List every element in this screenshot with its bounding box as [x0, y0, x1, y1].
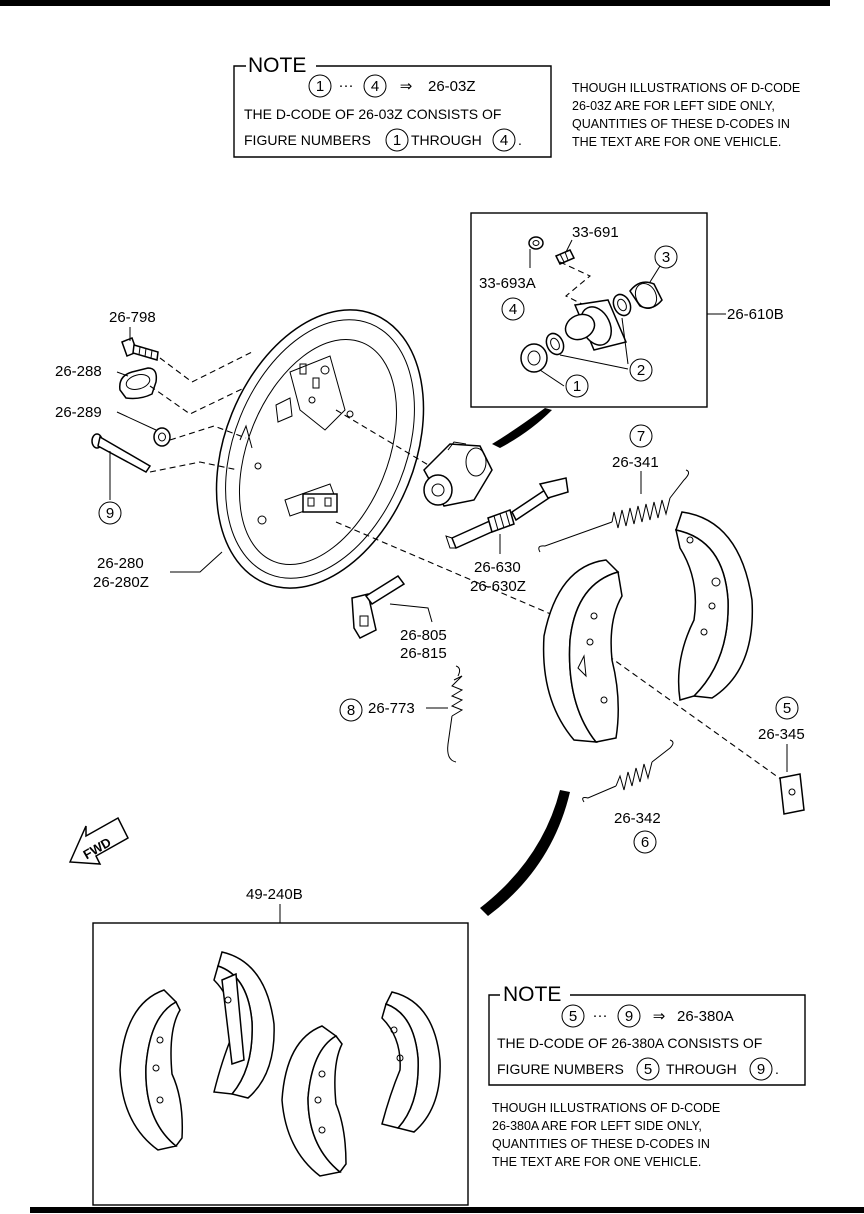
spring-26-773 [447, 665, 464, 763]
fwd-arrow-icon: FWD [68, 816, 129, 865]
kit-pointer-arrow [480, 790, 570, 916]
note-bottom-line3b: THROUGH [666, 1061, 737, 1077]
bolt-26-798 [121, 337, 159, 361]
label-33-693a: 33-693A [479, 275, 536, 292]
callout-3: 3 [662, 249, 670, 266]
side-note-top: THOUGH ILLUSTRATIONS OF D-CODE 26-03Z AR… [572, 81, 800, 149]
note-top-code: 26-03Z [428, 78, 476, 95]
callout-1: 1 [573, 378, 581, 395]
piston-cup [520, 343, 548, 373]
callout-7: 7 [637, 428, 645, 445]
brake-shoe-right [675, 511, 754, 701]
kit-shoe-2 [213, 951, 275, 1099]
note-top-end: . [518, 132, 522, 148]
note-top-from: 1 [316, 78, 324, 95]
note-top-line3b: THROUGH [411, 132, 482, 148]
note-top-line2: THE D-CODE OF 26-03Z CONSISTS OF [244, 106, 501, 122]
label-26-345: 26-345 [758, 726, 805, 743]
kit-shoe-3 [281, 1025, 347, 1177]
label-26-630z: 26-630Z [470, 578, 526, 595]
note-bottom-line3a: FIGURE NUMBERS [497, 1061, 624, 1077]
side-note-bottom: THOUGH ILLUSTRATIONS OF D-CODE 26-380A A… [492, 1101, 720, 1169]
note-bottom-line2: THE D-CODE OF 26-380A CONSISTS OF [497, 1035, 762, 1051]
side-note-top-line2: 26-03Z ARE FOR LEFT SIDE ONLY, [572, 99, 775, 113]
callout-9: 9 [106, 505, 114, 522]
label-26-630: 26-630 [474, 559, 521, 576]
note-bottom-end: . [775, 1061, 779, 1077]
spring-26-341 [538, 469, 690, 553]
adjuster-26-630 [445, 477, 569, 550]
note-bottom-to: 9 [625, 1008, 633, 1025]
backing-plate [215, 309, 425, 589]
nut-26-289 [153, 427, 171, 447]
label-26-815: 26-815 [400, 645, 447, 662]
label-26-280: 26-280 [97, 555, 144, 572]
label-26-342: 26-342 [614, 810, 661, 827]
label-26-805: 26-805 [400, 627, 447, 644]
parking-lever-26-805 [351, 574, 406, 639]
bleeder-cap [528, 236, 544, 250]
note-top-title: NOTE [248, 54, 306, 77]
note-top-n2: 4 [500, 132, 508, 149]
note-bottom-code: 26-380A [677, 1008, 734, 1025]
side-note-bottom-line2: 26-380A ARE FOR LEFT SIDE ONLY, [492, 1119, 702, 1133]
side-note-bottom-line3: QUANTITIES OF THESE D-CODES IN [492, 1137, 710, 1151]
wheel-cylinder-inset: 26-610B 33-691 33-693A 4 [470, 212, 784, 408]
label-49-240b: 49-240B [246, 886, 303, 903]
label-26-280z: 26-280Z [93, 574, 149, 591]
note-top-n1: 1 [393, 132, 401, 149]
note-top-arrow: ⇒ [400, 78, 413, 95]
brake-shoe-left [542, 559, 623, 743]
note-bottom-n2: 9 [757, 1061, 765, 1078]
wheel-cylinder [564, 299, 628, 351]
note-top-dots: ··· [339, 77, 354, 94]
bottom-rule [30, 1207, 864, 1213]
label-26-289: 26-289 [55, 404, 102, 421]
label-26-610b: 26-610B [727, 306, 784, 323]
side-note-bottom-line1: THOUGH ILLUSTRATIONS OF D-CODE [492, 1101, 720, 1115]
dust-boot [629, 281, 663, 310]
shoe-kit-box [92, 922, 469, 1206]
side-note-top-line4: THE TEXT ARE FOR ONE VEHICLE. [572, 135, 781, 149]
pin-26-773 [91, 433, 152, 473]
inset-pointer-arrow [492, 408, 552, 448]
side-note-top-line1: THOUGH ILLUSTRATIONS OF D-CODE [572, 81, 800, 95]
pin-26-345 [779, 773, 805, 815]
label-33-691: 33-691 [572, 224, 619, 241]
side-note-top-line3: QUANTITIES OF THESE D-CODES IN [572, 117, 790, 131]
note-bottom-dots: ··· [593, 1007, 608, 1024]
kit-shoe-4 [381, 991, 441, 1133]
note-top-line3a: FIGURE NUMBERS [244, 132, 371, 148]
note-box-bottom: NOTE 5 ··· 9 ⇒ 26-380A THE D-CODE OF 26-… [488, 983, 806, 1086]
note-top-to: 4 [371, 78, 379, 95]
label-26-288: 26-288 [55, 363, 102, 380]
note-box-top: NOTE 1 ··· 4 ⇒ 26-03Z THE D-CODE OF 26-0… [233, 54, 552, 158]
spring-26-342 [582, 739, 674, 803]
callout-6: 6 [641, 834, 649, 851]
label-26-773: 26-773 [368, 700, 415, 717]
grommet-26-288 [119, 367, 158, 400]
callout-2: 2 [637, 362, 645, 379]
label-26-341: 26-341 [612, 454, 659, 471]
note-bottom-arrow: ⇒ [653, 1008, 666, 1025]
note-bottom-from: 5 [569, 1008, 577, 1025]
callout-4: 4 [509, 301, 517, 318]
label-26-798: 26-798 [109, 309, 156, 326]
note-bottom-n1: 5 [644, 1061, 652, 1078]
callout-5: 5 [783, 700, 791, 717]
bleeder-screw [554, 249, 576, 265]
side-note-bottom-line4: THE TEXT ARE FOR ONE VEHICLE. [492, 1155, 701, 1169]
callout-8: 8 [347, 702, 355, 719]
wheel-cylinder-main [423, 441, 493, 507]
kit-shoe-1 [119, 989, 184, 1151]
top-rule [0, 0, 830, 6]
note-bottom-title: NOTE [503, 983, 561, 1006]
